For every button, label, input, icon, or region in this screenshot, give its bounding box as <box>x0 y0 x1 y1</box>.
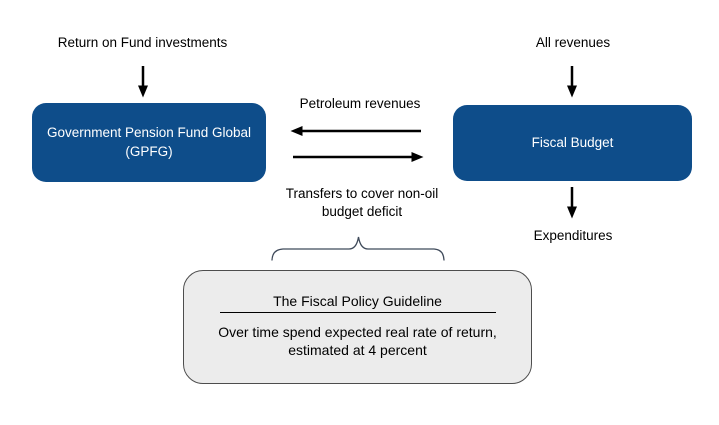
guideline-box: The Fiscal Policy Guideline Over time sp… <box>183 270 532 384</box>
petroleum-revenues-label: Petroleum revenues <box>299 96 421 111</box>
return-on-fund-label: Return on Fund investments <box>57 35 228 50</box>
expenditures-label: Expenditures <box>533 228 613 243</box>
node-gpfg: Government Pension Fund Global (GPFG) <box>32 103 266 182</box>
node-fiscal-budget: Fiscal Budget <box>453 105 692 181</box>
transfers-label: Transfers to cover non-oil budget defici… <box>285 186 439 219</box>
guideline-body: Over time spend expected real rate of re… <box>218 324 497 359</box>
curly-brace <box>271 236 445 261</box>
all-revenues-label: All revenues <box>535 35 611 50</box>
guideline-title: The Fiscal Policy Guideline <box>219 293 496 313</box>
